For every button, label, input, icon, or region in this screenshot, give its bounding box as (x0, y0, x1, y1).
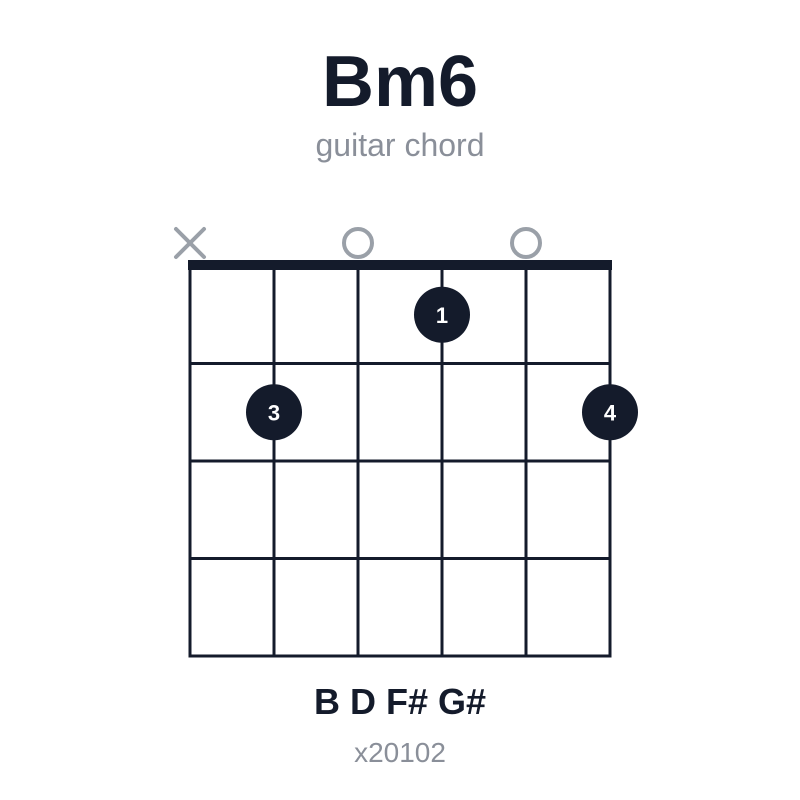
finger-dot: 4 (582, 384, 638, 441)
open-string-icon (510, 227, 542, 259)
finger-dot-circle (246, 384, 302, 441)
nut-bar (188, 260, 612, 270)
chord-subtitle: guitar chord (315, 127, 485, 163)
finger-dot-circle (414, 286, 470, 343)
finger-number: 4 (604, 400, 617, 425)
chord-title: Bm6 (321, 42, 479, 122)
finger-dot: 3 (246, 384, 302, 441)
chord-notes: B D F# G# (313, 681, 487, 722)
finger-number: 3 (268, 400, 280, 425)
muted-string-icon (174, 227, 206, 259)
open-string-icon (342, 227, 374, 259)
finger-number: 1 (436, 303, 448, 328)
chord-fingering: x20102 (354, 737, 446, 768)
finger-dot-circle (582, 384, 638, 441)
finger-dot: 1 (414, 286, 470, 343)
